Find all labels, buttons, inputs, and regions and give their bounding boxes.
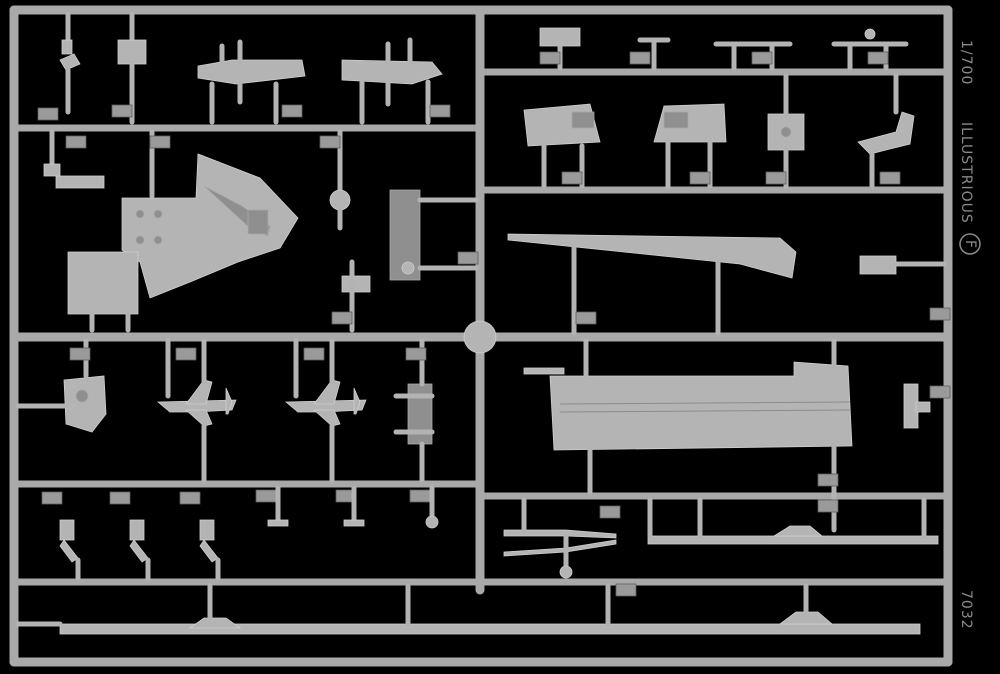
kit-name-label: ILLUSTRIOUS bbox=[958, 122, 974, 224]
part-railing-right bbox=[647, 497, 939, 545]
part-19-island bbox=[653, 103, 727, 189]
part-11 bbox=[859, 255, 951, 321]
sprue-label-strip: 1/700 ILLUSTRIOUS F 7032 bbox=[958, 40, 981, 630]
part-8-aircraft bbox=[284, 338, 367, 483]
part-large-deck-block bbox=[523, 338, 853, 533]
sprue-frame bbox=[9, 5, 953, 667]
part-20 bbox=[43, 129, 105, 189]
part-22-wing bbox=[197, 39, 306, 125]
bottom-left-parts bbox=[41, 485, 439, 581]
part-railing-left bbox=[503, 497, 621, 579]
part-21-wing bbox=[341, 37, 451, 125]
part-24 bbox=[37, 11, 81, 121]
part-13 bbox=[331, 259, 371, 333]
part-17 bbox=[857, 73, 915, 189]
scale-label: 1/700 bbox=[958, 40, 974, 85]
part-7 bbox=[393, 338, 435, 483]
part-20-island bbox=[523, 103, 601, 189]
part-14 bbox=[389, 189, 479, 281]
part-10 bbox=[15, 338, 107, 433]
part-16-bow-deck bbox=[67, 129, 299, 333]
right-top-parts bbox=[539, 27, 909, 71]
bottom-rail bbox=[15, 583, 921, 635]
product-number-label: 7032 bbox=[958, 590, 974, 630]
part-right-small bbox=[903, 383, 951, 429]
part-15 bbox=[319, 129, 351, 231]
part-9-aircraft bbox=[156, 338, 237, 483]
part-23 bbox=[111, 11, 147, 125]
part-12-deck-edge bbox=[507, 233, 797, 336]
sprue-letter-label: F bbox=[962, 240, 978, 249]
part-18 bbox=[765, 73, 805, 189]
